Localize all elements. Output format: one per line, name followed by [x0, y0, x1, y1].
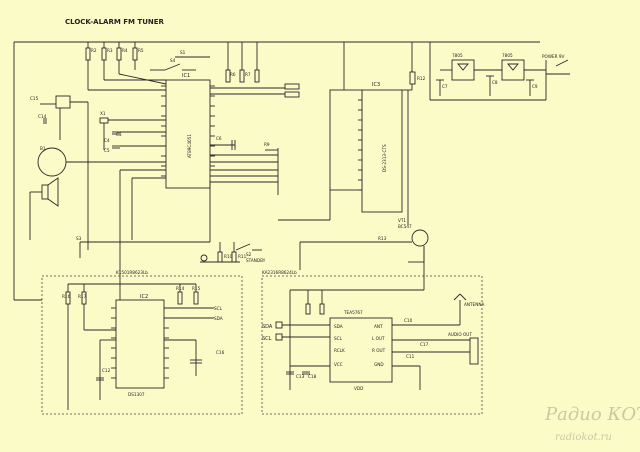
label-s4: S4 — [170, 58, 176, 63]
label-r16: R16 — [62, 294, 71, 299]
watermark-logo: Радио КОТ — [544, 404, 640, 425]
label-ic1: IC1 — [182, 73, 190, 79]
label-ic3-part: DS-2313-CTS — [382, 144, 387, 172]
label-rtc-scl: SCL — [214, 306, 223, 311]
module-rtc: K1501R8623Lb IC2 DS1307 R16 R17 R14 R15 … — [41, 270, 243, 415]
resistor-bank-top: R2 R3 R4 R5 — [85, 42, 144, 90]
power-supply: 7805 7805 C7 C8 C9 POWER 9V — [429, 42, 570, 101]
label-c9: C9 — [532, 84, 538, 89]
label-r5: R5 — [138, 48, 144, 53]
label-r9: R9 — [264, 142, 270, 147]
pin-vcc: VCC — [334, 362, 343, 367]
label-vr1: 7805 — [452, 53, 463, 58]
pin-ant: ANT — [374, 324, 383, 329]
label-c10: C10 — [404, 318, 413, 323]
label-r11: R11 — [238, 254, 247, 259]
switch-s2-standby: S2 STANDBY — [235, 243, 266, 263]
label-c11: C11 — [406, 354, 415, 359]
label-vt1-part: BC547 — [398, 224, 412, 229]
label-c5: C5 — [104, 148, 110, 153]
speaker-b1: B1 — [29, 146, 88, 240]
label-b1: B1 — [40, 146, 46, 151]
label-r6: R6 — [230, 72, 236, 77]
label-c18: C18 — [308, 374, 317, 379]
ic3-display-driver: IC3 DS-2313-CTS — [329, 82, 403, 213]
resistors-r10-r11: R10 R11 — [200, 242, 247, 263]
pin-gnd: GND — [374, 362, 384, 367]
pin-sda: SDA — [334, 324, 343, 329]
label-c12: C12 — [102, 368, 111, 373]
label-power-switch: POWER 9V — [542, 54, 565, 59]
label-c13: C13 — [296, 374, 305, 379]
left-input-stage: C15 C14 — [30, 95, 88, 140]
label-audio-out: AUDIO OUT — [448, 332, 472, 337]
label-r2: R2 — [91, 48, 97, 53]
label-ic2-part: DS1307 — [128, 392, 145, 397]
label-c8: C8 — [492, 80, 498, 85]
transistor-vt1: R12 R13 VT1 BC547 — [299, 42, 429, 270]
label-c7: C7 — [442, 84, 448, 89]
label-c6: C6 — [216, 136, 222, 141]
label-tea5767: TEA5767 — [343, 310, 363, 315]
label-x1: X1 — [100, 111, 106, 116]
label-c17: C17 — [420, 342, 429, 347]
pin-rclk: RCLK — [334, 348, 345, 353]
label-ic1-part: AT89C4051 — [187, 134, 192, 158]
label-rtc-sda: SDA — [214, 316, 223, 321]
label-c3: C3 — [116, 132, 122, 137]
label-r17: R17 — [78, 294, 87, 299]
label-fm-scl: SCL — [262, 336, 272, 342]
switch-s4: S4 — [150, 58, 196, 71]
label-vt1: VT1 — [398, 218, 406, 223]
label-c4: C4 — [104, 138, 110, 143]
watermark-site: radiokot.ru — [555, 432, 612, 443]
resistors-r6-r7: R6 R7 — [210, 42, 300, 98]
label-module2: KA2316R8624Lb — [262, 270, 297, 275]
label-c16: C16 — [216, 350, 225, 355]
label-module1: K1501R8623Lb — [116, 270, 148, 275]
label-ic3: IC3 — [372, 82, 380, 88]
ic1-microcontroller: IC1 AT89C4051 — [165, 73, 211, 189]
label-s2: S2 — [246, 252, 252, 257]
label-r7: R7 — [245, 72, 251, 77]
label-ic2: IC2 — [140, 294, 148, 300]
label-s2-name: STANDBY — [246, 258, 266, 263]
module-fm-tuner: KA2316R8624Lb TEA5767 VDD SDA SCL RCLK V… — [261, 246, 484, 415]
label-r4: R4 — [122, 48, 128, 53]
pin-r-out: R OUT — [372, 348, 386, 353]
label-c15: C15 — [30, 96, 39, 101]
label-vdd: VDD — [354, 386, 363, 391]
label-r3: R3 — [107, 48, 113, 53]
pin-l-out: L OUT — [372, 336, 385, 341]
crystal-x1: X1 C3 C4 C5 — [99, 111, 166, 153]
label-vr2: 7805 — [502, 53, 513, 58]
pin-scl: SCL — [334, 336, 343, 341]
label-fm-sda: SDA — [262, 324, 273, 330]
label-r13: R13 — [378, 236, 387, 241]
label-s3: S3 — [76, 236, 82, 241]
schematic-title: CLOCK-ALARM FM TUNER — [65, 18, 165, 26]
label-r10: R10 — [224, 254, 233, 259]
label-r12: R12 — [417, 76, 426, 81]
label-c14: C14 — [38, 114, 47, 119]
label-s1: S1 — [180, 50, 186, 55]
label-antenna: ANTENNA — [464, 302, 484, 307]
